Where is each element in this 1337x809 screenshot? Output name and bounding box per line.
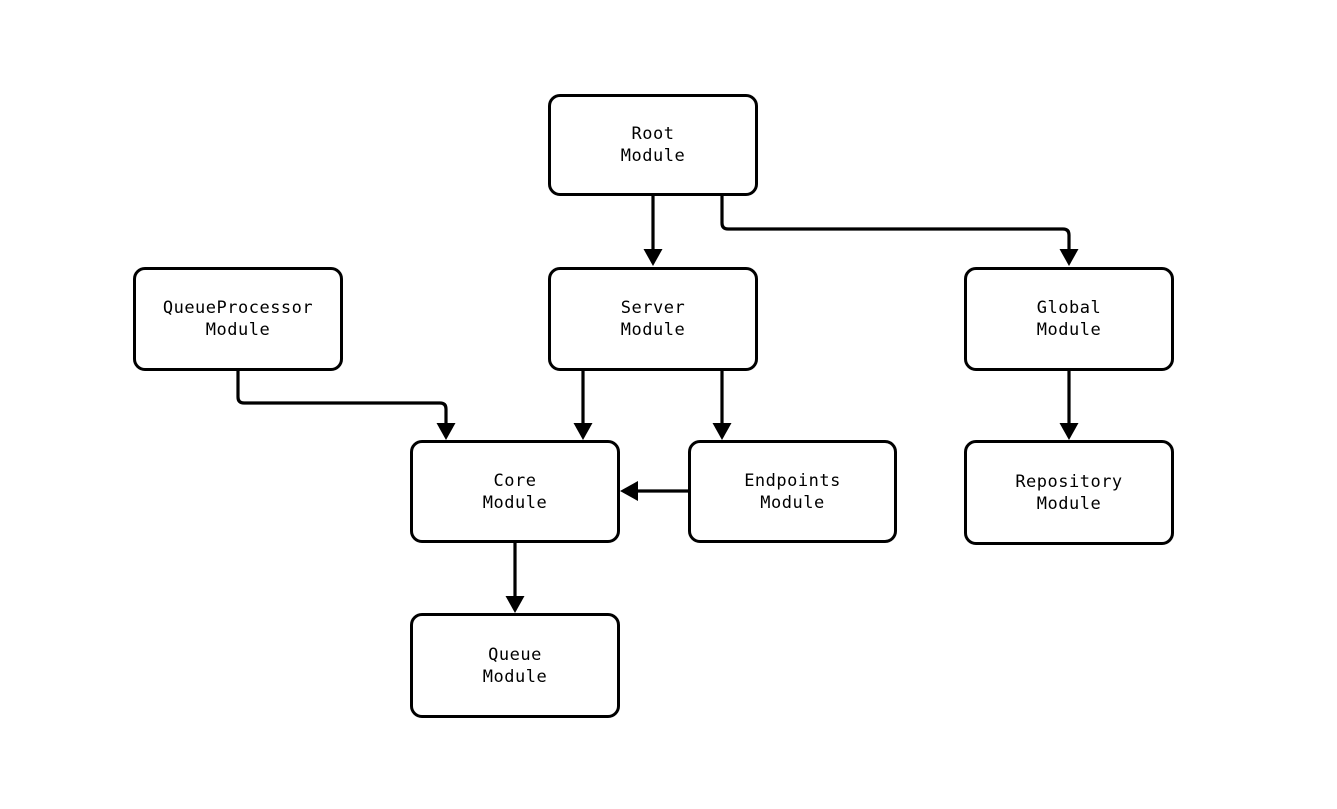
node-repository-module-label-line2: Module xyxy=(1036,493,1102,514)
edge-core-to-queue xyxy=(505,543,525,613)
node-queue-module[interactable]: Queue Module xyxy=(410,613,620,718)
node-global-module[interactable]: Global Module xyxy=(964,267,1174,371)
node-root-module-label-line1: Root xyxy=(631,124,675,144)
node-server-module-label-line1: Server xyxy=(620,298,686,318)
node-global-module-label-line2: Module xyxy=(1036,320,1102,340)
node-core-module-label-line1: Core xyxy=(493,470,537,491)
node-queue-module-label-line1: Queue xyxy=(488,644,542,665)
edge-global-to-repository xyxy=(1059,371,1079,440)
edge-queueprocessor-to-core xyxy=(236,371,456,440)
node-core-module[interactable]: Core Module xyxy=(410,440,620,543)
node-root-module-label-line2: Module xyxy=(620,146,686,166)
node-queueprocessor-module-label-line2: Module xyxy=(205,320,271,340)
node-core-module-label-line2: Module xyxy=(482,492,548,513)
node-repository-module-label-line1: Repository xyxy=(1015,471,1123,492)
edge-root-to-server xyxy=(643,196,663,266)
edge-server-to-core xyxy=(573,371,593,440)
node-root-module[interactable]: Root Module xyxy=(548,94,758,196)
node-endpoints-module[interactable]: Endpoints Module xyxy=(688,440,897,543)
node-repository-module[interactable]: Repository Module xyxy=(964,440,1174,545)
node-global-module-label-line1: Global xyxy=(1036,298,1102,318)
edge-root-to-global xyxy=(720,196,1079,266)
node-endpoints-module-label-line1: Endpoints xyxy=(744,470,841,491)
node-queue-module-label-line2: Module xyxy=(482,666,548,687)
node-server-module[interactable]: Server Module xyxy=(548,267,758,371)
node-queueprocessor-module-label-line1: QueueProcessor xyxy=(162,298,314,318)
edge-server-to-endpoints xyxy=(712,371,732,440)
edge-endpoints-to-core xyxy=(620,481,688,501)
node-endpoints-module-label-line2: Module xyxy=(760,492,825,513)
node-server-module-label-line2: Module xyxy=(620,320,686,340)
node-queueprocessor-module[interactable]: QueueProcessor Module xyxy=(133,267,343,371)
